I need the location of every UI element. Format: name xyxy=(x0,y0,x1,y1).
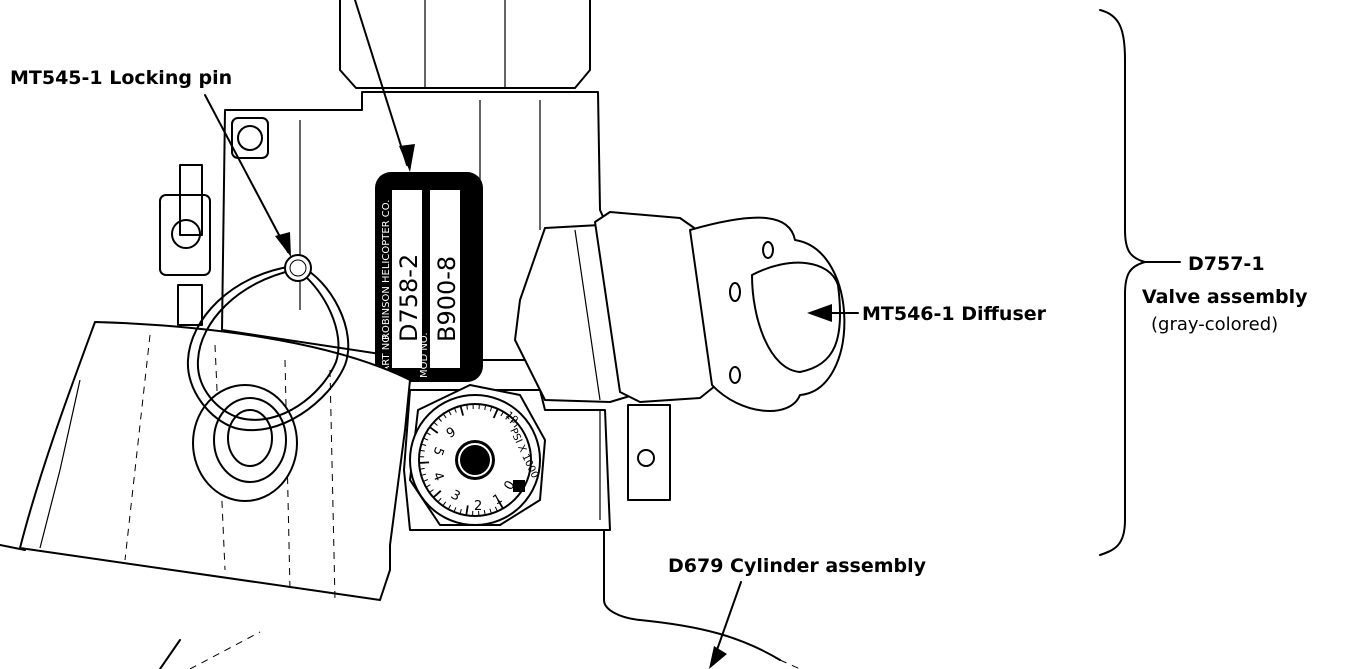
gauge-tick xyxy=(459,509,462,515)
gauge-tick xyxy=(489,406,493,412)
gauge-tick xyxy=(489,508,492,514)
plate-part-number: D758-2 xyxy=(395,254,423,342)
gauge-tick xyxy=(419,461,430,464)
gauge-tick xyxy=(425,484,431,488)
gauge-tick xyxy=(421,473,427,476)
gauge-tick xyxy=(423,479,429,482)
gauge-tick xyxy=(423,437,429,441)
strap-bag xyxy=(0,321,411,669)
top-hex-nut xyxy=(339,0,591,89)
plate-company: ROBINSON HELICOPTER CO. xyxy=(381,200,392,340)
arrowhead-plate xyxy=(399,144,415,172)
valve-bracket xyxy=(1099,9,1146,556)
gauge-tick xyxy=(513,423,519,428)
gauge-tick xyxy=(432,490,442,499)
cylinder xyxy=(603,529,801,669)
data-plate: ROBINSON HELICOPTER CO. PART NO. D758-2 … xyxy=(375,172,483,382)
arrowhead-diffuser xyxy=(807,304,832,322)
locking-pin-label: MT545-1 Locking pin xyxy=(10,67,232,89)
gauge-zero-mark xyxy=(513,480,525,492)
gauge-tick xyxy=(492,408,499,419)
arrowhead-cylinder xyxy=(709,646,727,669)
gauge-tick xyxy=(448,410,452,416)
gauge-tick xyxy=(419,449,425,452)
gauge-tick xyxy=(454,407,457,413)
gauge-tick xyxy=(465,505,469,516)
gauge-number-2: 2 xyxy=(474,499,482,514)
plate-mod-number: B900-8 xyxy=(433,256,461,342)
gauge-tick xyxy=(497,499,504,509)
gauge-tick xyxy=(483,510,486,516)
plate-mod-label: MOD NO. xyxy=(419,332,430,378)
gauge-tick xyxy=(433,421,438,426)
pressure-gauge: 0 1 2 3 4 5 6 PSI X 1000 19 xyxy=(409,384,546,526)
gauge-tick xyxy=(494,506,498,512)
cylinder-label: D679 Cylinder assembly xyxy=(668,555,927,577)
gauge-tick xyxy=(437,417,442,422)
gauge-tick xyxy=(505,414,510,420)
plate-part-label: PART NO. xyxy=(381,332,392,378)
valve-part-label: D757-1 xyxy=(1188,253,1265,275)
gauge-tick xyxy=(442,413,447,419)
gauge-tick xyxy=(447,504,452,510)
gauge-ticks xyxy=(419,404,519,516)
arrowhead-locking-pin xyxy=(275,232,291,257)
gauge-tick xyxy=(453,507,457,513)
valve-color-label: (gray-colored) xyxy=(1151,314,1278,335)
diffuser-label: MT546-1 Diffuser xyxy=(862,303,1047,325)
gauge-tick xyxy=(459,405,464,416)
gauge-tick xyxy=(500,411,504,417)
gauge-tick xyxy=(509,419,514,424)
gauge-tick xyxy=(419,467,425,470)
gauge-tick xyxy=(429,426,439,434)
gauge-tick xyxy=(421,443,427,446)
gauge-tick xyxy=(466,404,468,410)
gauge-tick xyxy=(484,404,487,411)
valve-name-label: Valve assembly xyxy=(1142,286,1308,308)
locking-pin xyxy=(186,254,350,432)
gauge-tick xyxy=(442,501,447,507)
diffuser xyxy=(514,211,846,412)
gauge-tick xyxy=(426,431,431,436)
gauge-tick xyxy=(429,489,434,493)
gauge-tick xyxy=(437,497,442,503)
leader-lines xyxy=(204,0,1181,669)
